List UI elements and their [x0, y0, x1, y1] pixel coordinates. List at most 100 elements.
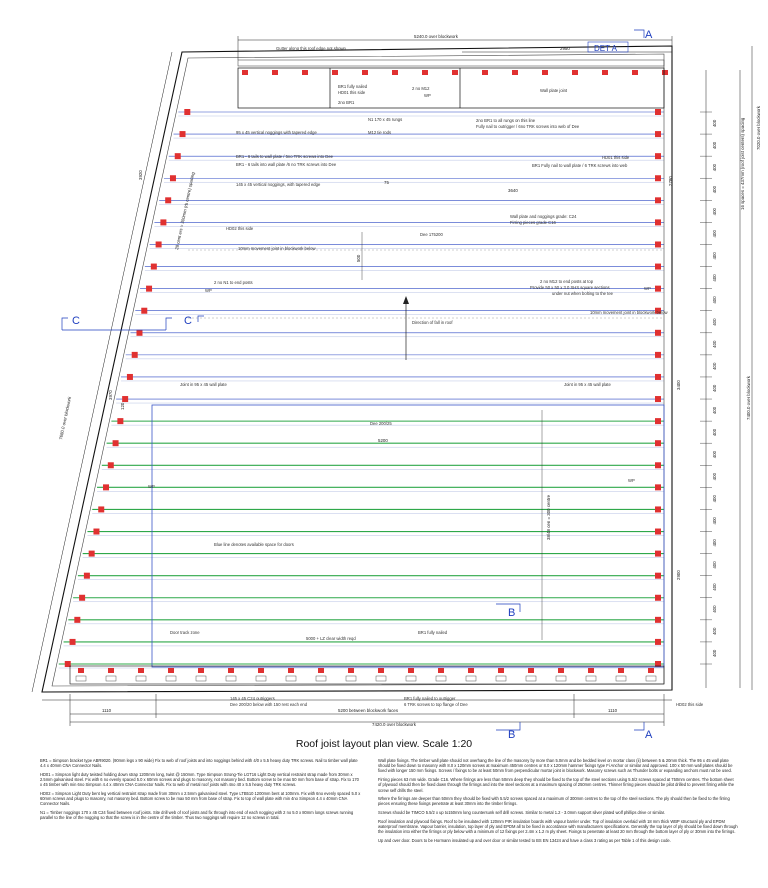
dim-75: 75: [384, 180, 389, 185]
note-br1-rh: BR1 Fully nail to wall plate / 6 TRK scr…: [532, 163, 628, 168]
outrigger: [345, 675, 357, 682]
spacing-label: 400: [712, 384, 717, 392]
bracket-bottom: [498, 668, 504, 673]
note-hd02: HD02 = Simpson Light Duty bent leg verti…: [40, 791, 361, 807]
bracket-left: [103, 484, 110, 491]
note-hd01-a: HD01 this side: [338, 90, 366, 95]
outrigger: [255, 675, 267, 682]
outrigger: [135, 675, 147, 682]
spacing-label: 400: [712, 472, 717, 480]
spacing-label: 400: [712, 406, 717, 414]
note-hd02: HD02 this side: [226, 226, 254, 231]
bracket-bottom: [588, 668, 594, 673]
note-fall: Direction of fall in roof: [412, 320, 453, 325]
bracket-left: [184, 109, 191, 115]
outrigger: [315, 675, 327, 682]
outrigger: [225, 675, 237, 682]
spacing-label: 400: [712, 362, 717, 370]
bracket-right: [655, 351, 661, 358]
spacing-label: 400: [712, 296, 717, 304]
outrigger: [645, 675, 657, 682]
bracket-top: [272, 70, 278, 75]
dim-bottom-mid: 5200 between blockwork faces: [338, 708, 399, 713]
dim-bottom-right: 1110: [608, 708, 618, 713]
note-dee-b: Dee 200/25: [370, 421, 392, 426]
outrigger: [375, 675, 387, 682]
note-m12-a: 2 no M12: [412, 86, 430, 91]
note-clear-width: 5000 + LZ clear width reqd: [306, 636, 356, 641]
note-wp-d: WP: [148, 484, 155, 489]
bracket-bottom: [318, 668, 324, 673]
spacing-label: 400: [712, 274, 717, 282]
note-c24-outrigger: 145 x 45 C24 outriggers: [230, 696, 275, 701]
roof-plan-drawing: 4004004004004004004004004004004004004004…: [31, 29, 761, 740]
bracket-bottom: [258, 668, 264, 673]
bracket-right: [655, 197, 661, 204]
bracket-bottom: [648, 668, 654, 673]
bracket-left: [179, 131, 186, 138]
dim-top-overall: 5240.0 over blockwork: [414, 34, 459, 39]
spacing-label: 400: [712, 517, 717, 525]
note-noggings-b: 145 x 45 vertical noggings, with tapered…: [236, 182, 321, 187]
bracket-left: [64, 661, 71, 667]
bracket-right: [655, 550, 661, 557]
inner-wall-outline: [51, 53, 665, 687]
bracket-left: [126, 373, 133, 380]
note-hd01: HD01 = Simpson light duty twisted holdin…: [40, 771, 359, 788]
bracket-left: [74, 616, 81, 623]
bracket-left: [88, 550, 95, 557]
bracket-left: [169, 175, 176, 182]
note-movement-a: 10mm movement joint in blockwork below: [238, 246, 316, 251]
joist-layer: 4004004004004004004004004004004004004004…: [58, 70, 717, 682]
bracket-top: [392, 70, 398, 75]
note-m12-b: 2 no M12 to end posts at top: [540, 279, 594, 284]
outrigger: [465, 675, 477, 682]
bracket-right: [655, 418, 661, 425]
note-door-track: Door track zone: [170, 630, 200, 635]
bracket-top: [482, 70, 488, 75]
outrigger: [495, 675, 507, 682]
marker-det-a: DET A: [594, 44, 618, 53]
bracket-bottom: [228, 668, 234, 673]
bracket-left: [160, 219, 167, 226]
dim-5200: 5200: [378, 438, 388, 443]
note-br1-outrigger: BR1 fully nailed to outrigger: [404, 696, 456, 701]
bracket-right: [655, 462, 661, 469]
note-blue-line: Blue line denotes available space for do…: [214, 542, 294, 547]
bracket-top: [362, 70, 368, 75]
spacing-label: 400: [712, 185, 717, 193]
bracket-left: [112, 440, 119, 447]
spacing-label: 400: [712, 627, 717, 635]
dim-right-overall: 7400.0 over blockwork: [746, 375, 751, 420]
spacing-label: 400: [712, 340, 717, 348]
bracket-left: [98, 506, 105, 513]
dim-2780: 2780: [668, 176, 673, 186]
note-m12-rods: M12 tie rods: [368, 130, 391, 135]
bracket-bottom: [408, 668, 414, 673]
outer-wall-outline: [41, 45, 673, 693]
note-joint-left: Joint in 95 x 45 wall plate: [180, 382, 227, 387]
bracket-left: [155, 241, 162, 248]
note-dee-c: Dee 200/20 below with 150 rest each end: [230, 702, 308, 707]
dim-left-diag: 7680.0 over blockwork: [58, 395, 72, 440]
bracket-left: [136, 329, 143, 336]
dim-120: 120: [120, 402, 125, 410]
note-wall-plate-joint: Wall plate joint: [540, 88, 568, 93]
bracket-left: [150, 263, 157, 270]
note-hd02-b: HD02 this side: [676, 702, 704, 707]
bracket-top: [662, 70, 668, 75]
bracket-right: [655, 396, 661, 403]
bracket-right: [655, 506, 661, 513]
note-noggings-a: 95 x 45 vertical noggings with tapered e…: [236, 130, 317, 135]
bracket-left: [165, 197, 172, 204]
bracket-bottom: [168, 668, 174, 673]
plan-outline: [31, 29, 753, 731]
bracket-bottom: [528, 668, 534, 673]
bracket-right: [655, 307, 661, 314]
bracket-left: [131, 351, 138, 358]
bracket-bottom: [558, 668, 564, 673]
bracket-bottom: [348, 668, 354, 673]
marker-b-bottom: B: [508, 729, 515, 740]
outrigger: [585, 675, 597, 682]
bracket-right: [655, 616, 661, 623]
